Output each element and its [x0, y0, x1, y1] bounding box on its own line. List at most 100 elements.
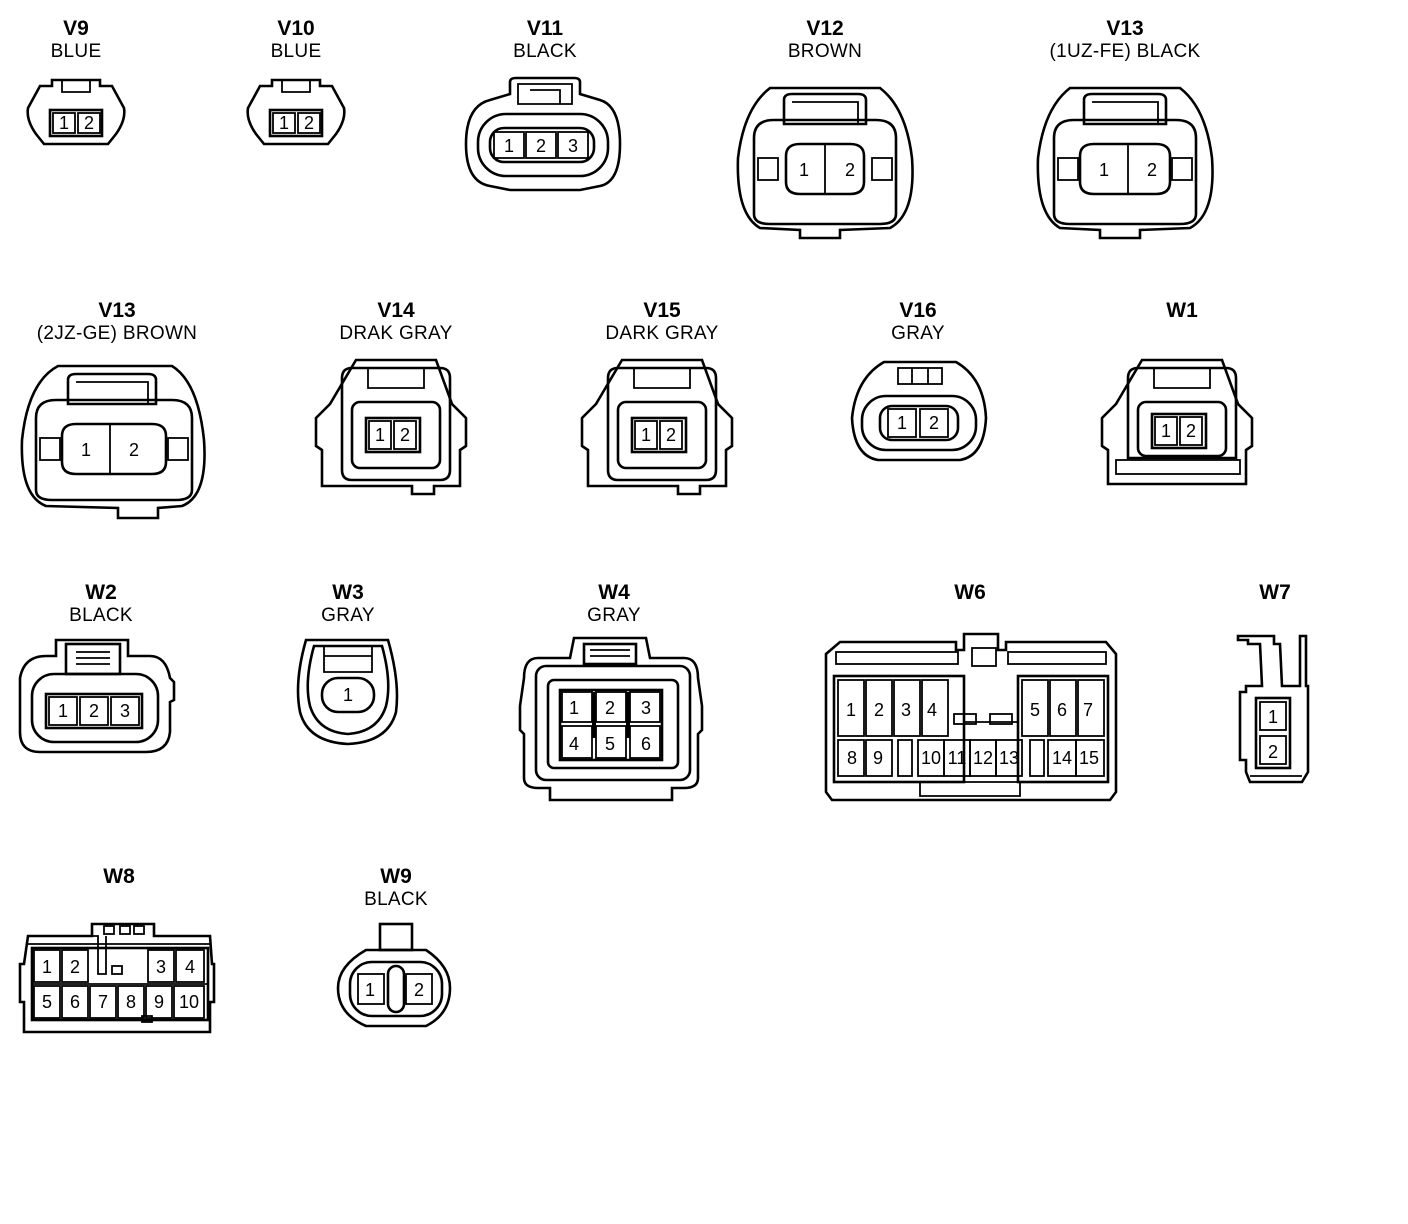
pin-6: 6 — [61, 985, 89, 1019]
connector-w1-drawing: 1 2 — [1100, 358, 1254, 486]
pin-1: 1 — [52, 112, 76, 134]
svg-text:3: 3 — [120, 701, 130, 721]
connector-id: W9 — [380, 865, 412, 888]
connector-color: BLACK — [513, 41, 577, 62]
connector-color: GRAY — [891, 323, 945, 344]
pin-1: 1 — [1259, 701, 1287, 731]
pin-5: 5 — [595, 725, 627, 759]
svg-text:8: 8 — [126, 992, 136, 1012]
svg-text:1: 1 — [1268, 707, 1278, 727]
pin-15: 15 — [1075, 739, 1105, 777]
svg-text:4: 4 — [569, 734, 579, 754]
pin-11: 11 — [943, 739, 971, 777]
connector-color: BLUE — [270, 41, 322, 62]
svg-text:2: 2 — [666, 425, 676, 445]
pin-13: 13 — [995, 739, 1023, 777]
svg-text:7: 7 — [1083, 700, 1093, 720]
connector-w6-drawing: 1 2 3 4 5 6 7 8 9 10 11 12 13 14 15 — [824, 632, 1118, 802]
svg-text:2: 2 — [304, 113, 314, 133]
connector-id: V10 — [277, 17, 315, 40]
svg-text:9: 9 — [154, 992, 164, 1012]
svg-text:13: 13 — [999, 748, 1019, 768]
connector-id: V16 — [899, 299, 937, 322]
pin-7: 7 — [1077, 679, 1105, 737]
pin-6: 6 — [629, 725, 661, 759]
pin-4: 4 — [921, 679, 949, 737]
svg-text:1: 1 — [365, 980, 375, 1000]
pin-1: 1 — [799, 160, 809, 180]
connector-id: V15 — [643, 299, 681, 322]
pin-9: 9 — [865, 739, 893, 777]
svg-text:1: 1 — [42, 957, 52, 977]
svg-text:10: 10 — [921, 748, 941, 768]
connector-w7: W7 1 2 — [1220, 582, 1330, 802]
pin-2: 2 — [525, 131, 557, 159]
connector-id: W2 — [85, 581, 117, 604]
connector-w9-drawing: 1 2 — [336, 922, 452, 1028]
svg-text:1: 1 — [375, 425, 385, 445]
connector-v16: V16 GRAY 1 2 — [848, 300, 988, 470]
svg-text:2: 2 — [536, 136, 546, 156]
connector-v9: V9 BLUE 1 2 — [16, 18, 136, 158]
pin-2: 2 — [865, 679, 893, 737]
svg-text:2: 2 — [84, 113, 94, 133]
pin-2: 2 — [1259, 735, 1287, 765]
svg-text:6: 6 — [1057, 700, 1067, 720]
pin-2: 2 — [79, 696, 109, 726]
svg-text:4: 4 — [927, 700, 937, 720]
connector-color: BLACK — [69, 605, 133, 626]
svg-text:2: 2 — [1186, 421, 1196, 441]
pin-1: 1 — [33, 949, 61, 983]
connector-w8-drawing: 1 2 3 4 5 6 7 8 9 10 — [18, 922, 216, 1034]
pin-10: 10 — [917, 739, 945, 777]
svg-text:10: 10 — [179, 992, 199, 1012]
pin-2: 2 — [405, 973, 433, 1005]
connector-id: V11 — [526, 17, 564, 40]
connector-color: BLUE — [50, 41, 102, 62]
connector-w2-drawing: 1 2 3 — [18, 638, 176, 754]
pin-8: 8 — [117, 985, 145, 1019]
pin-10: 10 — [173, 985, 205, 1019]
pin-1: 1 — [493, 131, 525, 159]
connector-id: W7 — [1259, 581, 1291, 604]
svg-text:1: 1 — [1161, 421, 1171, 441]
svg-text:6: 6 — [641, 734, 651, 754]
connector-v14: V14 DRAK GRAY 1 2 — [314, 300, 476, 500]
pin-2: 2 — [77, 112, 101, 134]
connector-v9-drawing: 1 2 — [26, 78, 126, 146]
svg-text:11: 11 — [948, 748, 967, 768]
svg-text:1: 1 — [897, 413, 907, 433]
connector-id: W8 — [103, 865, 135, 888]
svg-text:3: 3 — [901, 700, 911, 720]
connector-v15-drawing: 1 2 — [580, 358, 734, 496]
connector-color: (2JZ-GE) BROWN — [36, 323, 198, 344]
pin-3: 3 — [893, 679, 921, 737]
svg-text:2: 2 — [70, 957, 80, 977]
pin-8: 8 — [837, 739, 865, 777]
pin-2: 2 — [595, 691, 627, 723]
pin-1: 1 — [81, 440, 91, 460]
svg-text:8: 8 — [847, 748, 857, 768]
pin-1: 1 — [1154, 416, 1178, 446]
pin-1: 1 — [887, 408, 917, 438]
connector-v13-2jz-ge-drawing: 1 2 — [20, 364, 206, 520]
svg-text:1: 1 — [279, 113, 289, 133]
svg-text:2: 2 — [1147, 160, 1157, 180]
pin-1: 1 — [343, 685, 353, 705]
pin-7: 7 — [89, 985, 117, 1019]
pin-6: 6 — [1049, 679, 1077, 737]
pin-1: 1 — [272, 112, 296, 134]
connector-color: DRAK GRAY — [339, 323, 453, 344]
connector-id: V13 — [1106, 17, 1144, 40]
svg-text:7: 7 — [98, 992, 108, 1012]
connector-v14-drawing: 1 2 — [314, 358, 468, 496]
connector-w9: W9 BLACK 1 2 — [330, 866, 462, 1046]
connector-id: V9 — [63, 17, 89, 40]
connector-v12: V12 BROWN 1 2 — [730, 18, 920, 248]
connector-w8: W8 1 2 3 4 5 6 7 8 9 10 — [14, 866, 224, 1046]
svg-text:1: 1 — [799, 160, 809, 180]
svg-text:6: 6 — [70, 992, 80, 1012]
connector-w4-drawing: 1 2 3 4 5 6 — [518, 636, 704, 802]
svg-text:3: 3 — [568, 136, 578, 156]
svg-text:2: 2 — [400, 425, 410, 445]
